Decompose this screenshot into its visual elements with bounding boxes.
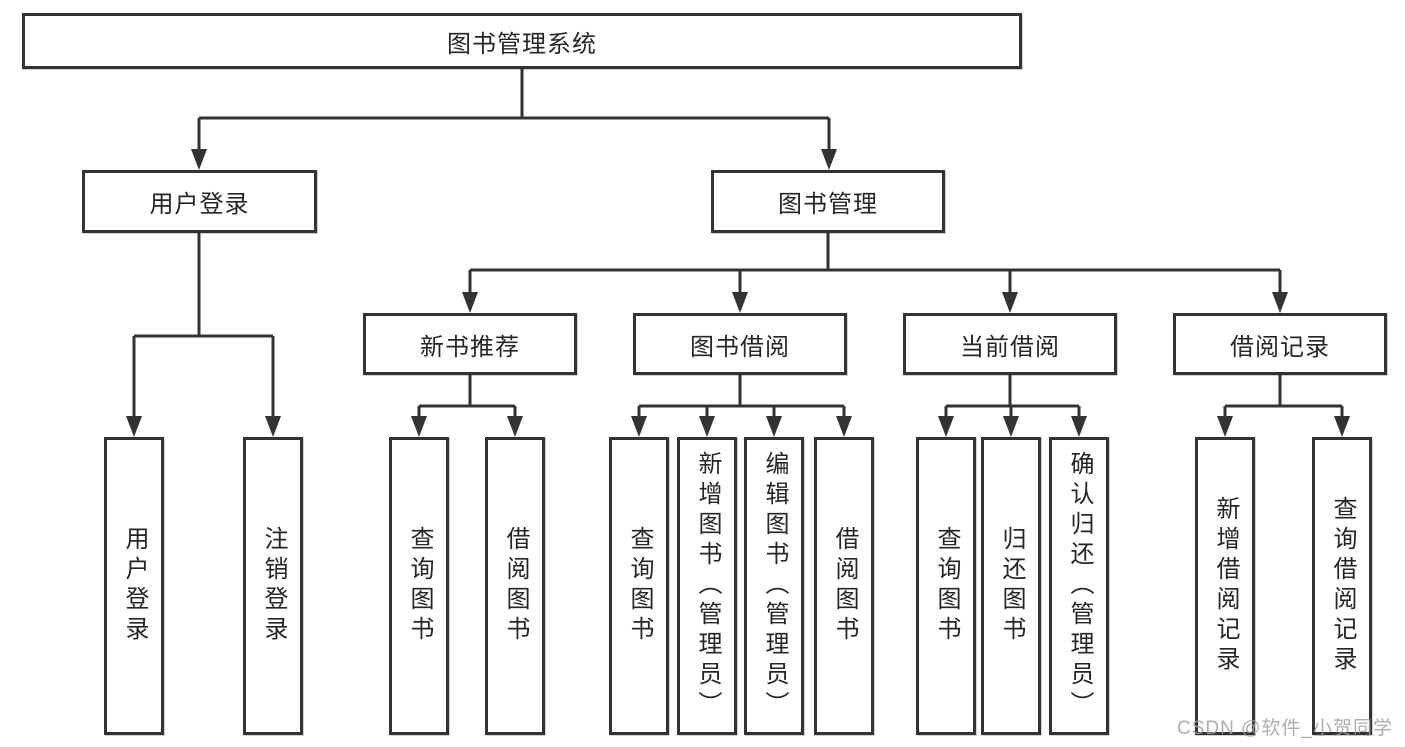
node-new-book-recommend: 新书推荐 (363, 313, 577, 375)
leaf-label: 借阅图书 (502, 526, 529, 646)
leaf-label: 归还图书 (998, 526, 1025, 646)
leaf-label: 确认归还（管理员） (1066, 451, 1093, 721)
leaf-label: 注销登录 (260, 526, 287, 646)
leaf-query-books-borrowing: 查询图书 (609, 437, 669, 735)
leaf-label: 新增图书（管理员） (694, 451, 721, 721)
leaf-return-books: 归还图书 (981, 437, 1041, 735)
leaf-label: 查询图书 (933, 526, 960, 646)
leaf-label: 新增借阅记录 (1212, 496, 1239, 676)
node-label: 图书管理系统 (447, 30, 597, 58)
node-label: 当前借阅 (960, 333, 1060, 361)
node-book-management: 图书管理 (711, 170, 945, 233)
node-user-login: 用户登录 (82, 170, 317, 233)
node-label: 图书借阅 (690, 333, 790, 361)
node-label: 用户登录 (149, 191, 250, 218)
node-label: 新书推荐 (420, 333, 520, 361)
node-library-management-system: 图书管理系统 (22, 13, 1022, 69)
leaf-label: 查询图书 (406, 526, 433, 646)
node-book-borrowing: 图书借阅 (633, 313, 847, 375)
leaf-borrow-books-borrowing: 借阅图书 (814, 437, 874, 735)
node-label: 借阅记录 (1230, 333, 1330, 361)
leaf-label: 借阅图书 (831, 526, 858, 646)
leaf-edit-books-admin: 编辑图书（管理员） (744, 437, 804, 735)
node-current-borrowing: 当前借阅 (903, 313, 1117, 375)
watermark: CSDN @软件_小贺同学 (1177, 718, 1393, 739)
leaf-label: 查询借阅记录 (1329, 496, 1356, 676)
node-label: 图书管理 (778, 191, 878, 218)
leaf-label: 查询图书 (626, 526, 653, 646)
leaf-label: 编辑图书（管理员） (761, 451, 788, 721)
leaf-query-borrow-record: 查询借阅记录 (1312, 437, 1372, 735)
leaf-add-books-admin: 新增图书（管理员） (677, 437, 737, 735)
leaf-logout-login: 注销登录 (243, 437, 303, 735)
leaf-query-books-current: 查询图书 (916, 437, 976, 735)
leaf-query-books-recommend: 查询图书 (389, 437, 449, 735)
leaf-confirm-return-admin: 确认归还（管理员） (1049, 437, 1109, 735)
leaf-user-login: 用户登录 (104, 437, 164, 735)
leaf-label: 用户登录 (121, 526, 148, 646)
leaf-add-borrow-record: 新增借阅记录 (1195, 437, 1255, 735)
arrowheads (126, 149, 1350, 437)
leaf-borrow-books-recommend: 借阅图书 (485, 437, 545, 735)
node-borrowing-records: 借阅记录 (1173, 313, 1387, 375)
